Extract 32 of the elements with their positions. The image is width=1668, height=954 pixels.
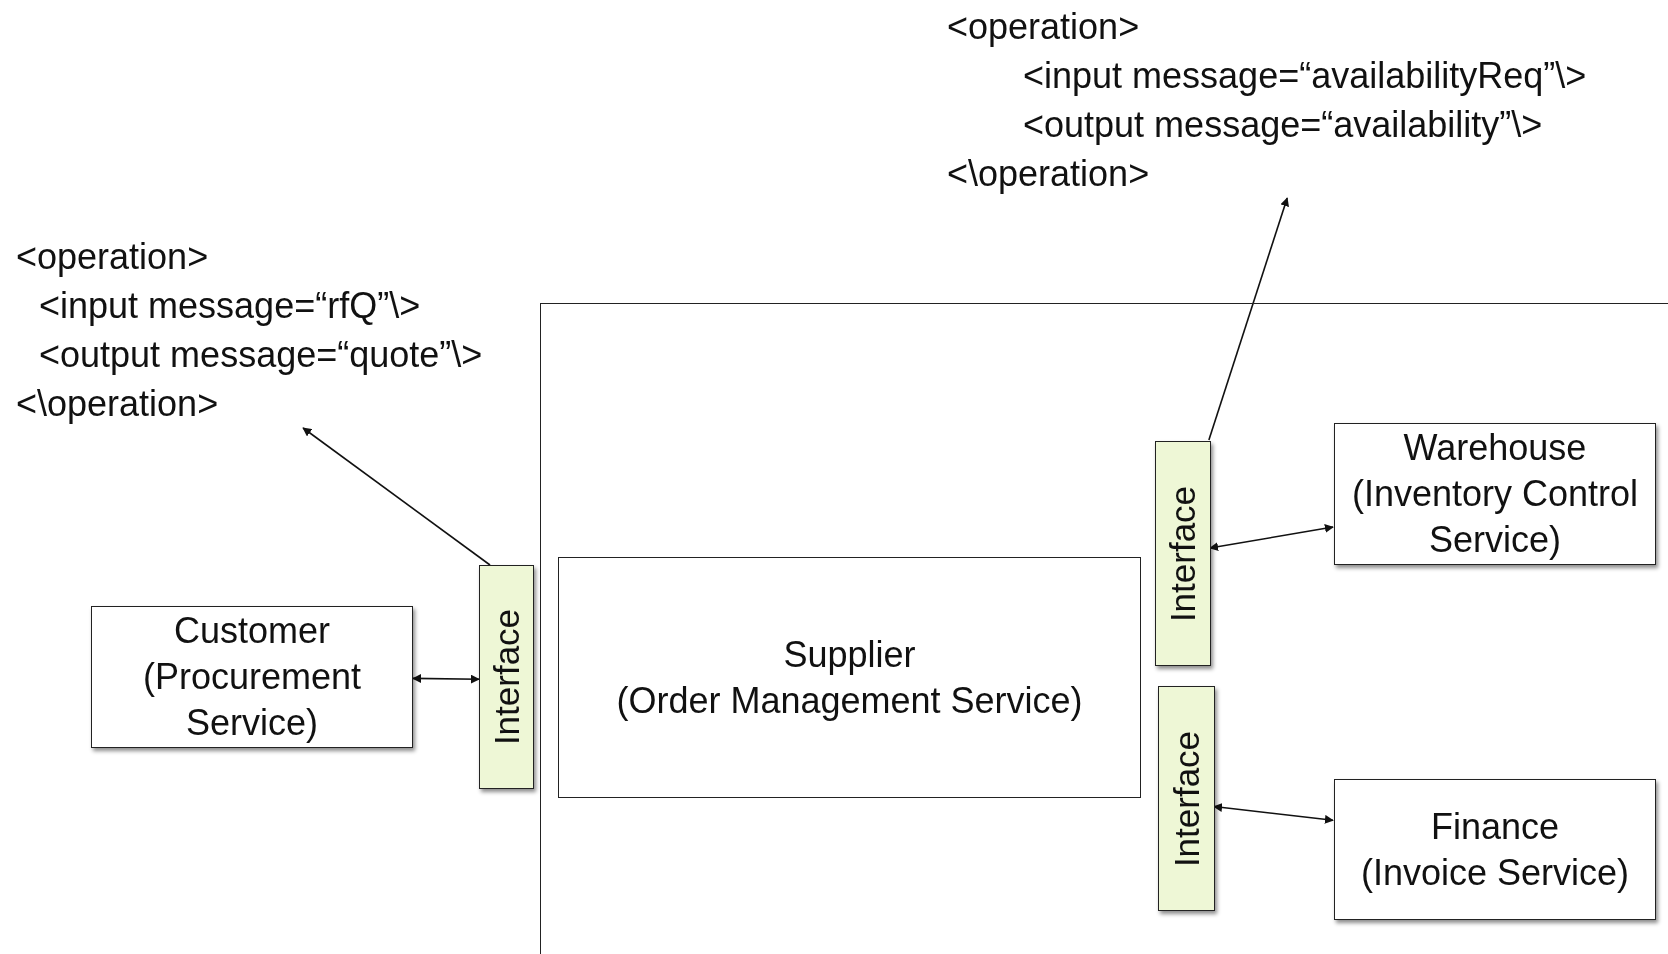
service-label: Supplier <box>783 632 916 677</box>
code-line: <output message=“availability”\> <box>1023 103 1543 147</box>
interface-box <box>1155 441 1211 666</box>
code-line: <\operation> <box>947 152 1150 196</box>
interface-label: Interface <box>1166 730 1207 867</box>
service-box <box>558 557 1141 798</box>
service-label: (Procurement Service) <box>141 655 363 745</box>
interface-label: Interface <box>486 608 527 746</box>
code-line: <output message=“quote”\> <box>39 333 483 377</box>
interface-label: Interface <box>1163 485 1203 622</box>
service-label: (Invoice Service) <box>1360 850 1630 895</box>
arrow <box>1209 524 1334 552</box>
code-line: <\operation> <box>16 382 219 426</box>
container-box <box>540 303 1668 954</box>
service-label: Customer <box>173 609 330 653</box>
service-box <box>91 606 413 748</box>
service-box <box>1334 779 1656 920</box>
arrow <box>412 674 480 684</box>
arrow <box>1213 802 1334 824</box>
interface-box <box>479 565 534 789</box>
service-box <box>1334 423 1656 565</box>
arrow <box>302 427 491 566</box>
service-label: Warehouse <box>1403 426 1587 470</box>
code-line: <operation> <box>16 235 209 279</box>
service-label: (Order Management Service) <box>616 678 1083 723</box>
code-line: <input message=“availabilityReq”\> <box>1023 54 1587 98</box>
service-label: Finance <box>1430 804 1560 849</box>
interface-box <box>1158 686 1215 911</box>
code-line: <operation> <box>947 5 1140 49</box>
code-line: <input message=“rfQ”\> <box>39 284 421 328</box>
arrow <box>1208 197 1289 441</box>
service-label: (Inventory Control Service) <box>1350 472 1640 562</box>
